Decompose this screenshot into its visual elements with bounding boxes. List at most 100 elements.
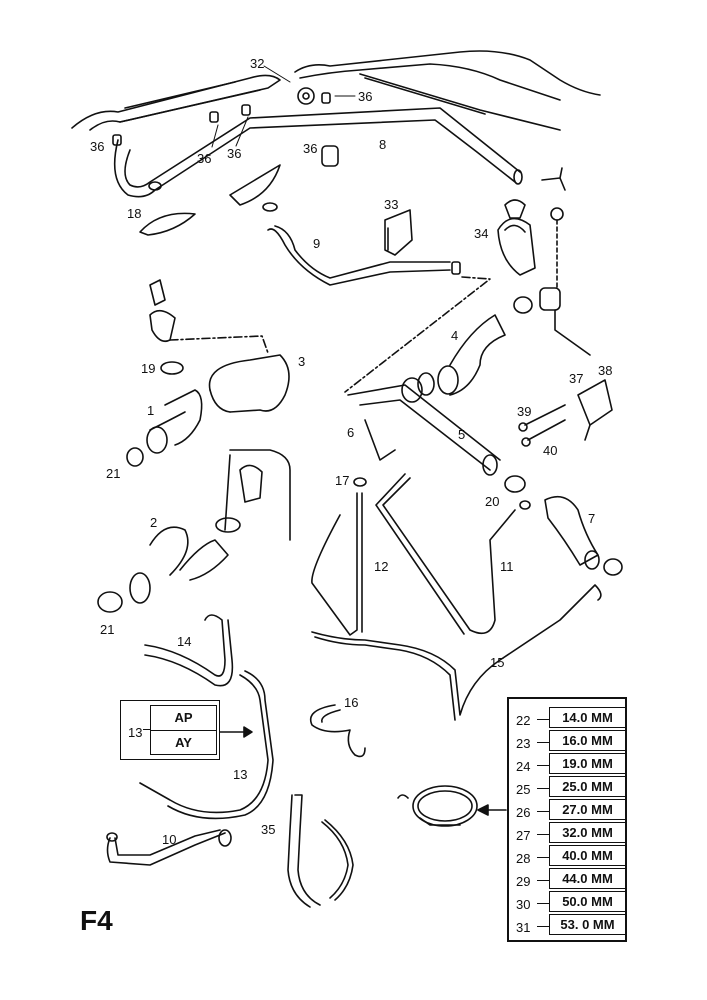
hose-7 (504, 475, 623, 576)
callout-3: 3 (298, 354, 306, 369)
part-number: 27 (516, 828, 531, 843)
variant-box (120, 700, 220, 760)
part-number: 26 (516, 805, 531, 820)
hose-9 (267, 225, 461, 286)
callout-20: 20 (485, 494, 500, 509)
radiator-housing (224, 449, 291, 541)
callout-1: 1 (147, 403, 155, 418)
clamp-size-row: 30 50.0 MM (509, 891, 629, 913)
coolant-pipe-5 (347, 377, 501, 476)
hose-1 (146, 389, 203, 454)
callout-10: 10 (162, 832, 177, 847)
housing-37-38 (577, 379, 613, 441)
size-value: 19.0 MM (549, 753, 626, 774)
size-value: 40.0 MM (549, 845, 626, 866)
part-number: 22 (516, 713, 531, 728)
callout-34: 34 (474, 226, 489, 241)
leader-lines (211, 65, 356, 148)
clamp-size-row: 24 19.0 MM (509, 753, 629, 775)
hose-4 (417, 314, 506, 396)
size-value: 14.0 MM (549, 707, 626, 728)
hose-13 (139, 670, 274, 820)
hose-2 (129, 517, 241, 604)
part-number: 31 (516, 920, 531, 935)
part-number: 25 (516, 782, 531, 797)
leader-line-3 (169, 335, 269, 354)
callout-36: 36 (197, 151, 212, 166)
size-value: 32.0 MM (549, 822, 626, 843)
variant-leader (143, 729, 151, 730)
callout-2: 2 (150, 515, 158, 530)
variant-ap: AP (174, 710, 193, 725)
callout-21: 21 (106, 466, 121, 481)
callout-40: 40 (543, 443, 558, 458)
part-number: 28 (516, 851, 531, 866)
callout-7: 7 (588, 511, 596, 526)
clamps-19-21 (97, 361, 184, 613)
clamp-size-row: 25 25.0 MM (509, 776, 629, 798)
callout-21: 21 (100, 622, 115, 637)
bracket-34 (497, 199, 536, 276)
hose-10 (106, 829, 232, 866)
clip-32 (297, 87, 315, 105)
clamp-size-row: 23 16.0 MM (509, 730, 629, 752)
bushings-36 (112, 92, 339, 167)
callout-36: 36 (303, 141, 318, 156)
size-value: 53. 0 MM (549, 914, 626, 935)
part-number: 24 (516, 759, 531, 774)
strap-35 (287, 794, 354, 908)
thermostat-housing (513, 167, 591, 356)
clamp-size-row: 22 14.0 MM (509, 707, 629, 729)
size-value: 50.0 MM (549, 891, 626, 912)
variant-ay: AY (151, 730, 216, 755)
size-value: 16.0 MM (549, 730, 626, 751)
size-value: 27.0 MM (549, 799, 626, 820)
callout-11: 11 (500, 559, 514, 574)
callout-13: 13 (233, 767, 248, 782)
callout-8: 8 (379, 137, 387, 152)
hose-12 (311, 492, 363, 636)
figure-label: F4 (80, 905, 113, 936)
callout-15: 15 (490, 655, 505, 670)
callout-32: 32 (250, 56, 265, 71)
hose-clamp-large (397, 785, 478, 827)
body-panel-left (71, 74, 281, 131)
hose-14 (144, 614, 234, 687)
body-panel-right (294, 50, 601, 131)
callout-37: 37 (569, 371, 584, 386)
clamp-size-row: 26 27.0 MM (509, 799, 629, 821)
part-number: 23 (516, 736, 531, 751)
leader-line (344, 276, 491, 393)
callout-6: 6 (347, 425, 355, 440)
bolt-39 (518, 404, 566, 432)
callout-9: 9 (313, 236, 321, 251)
variant-arrowhead (243, 726, 253, 738)
part-number: 30 (516, 897, 531, 912)
callout-17: 17 (335, 473, 350, 488)
hose-8 (113, 107, 523, 198)
callout-18: 18 (127, 206, 142, 221)
size-value: 25.0 MM (549, 776, 626, 797)
callout-4: 4 (451, 328, 459, 343)
callout-13: 13 (128, 725, 143, 740)
callout-36: 36 (90, 139, 105, 154)
clamp-size-row: 29 44.0 MM (509, 868, 629, 890)
callout-14: 14 (177, 634, 192, 649)
hose-15 (311, 584, 602, 721)
clamp-size-row: 27 32.0 MM (509, 822, 629, 844)
hose-11 (375, 473, 516, 635)
callout-36: 36 (227, 146, 242, 161)
hose-3 (208, 354, 290, 413)
size-value: 44.0 MM (549, 868, 626, 889)
callout-39: 39 (517, 404, 532, 419)
hose-16 (310, 704, 366, 758)
clamp-size-row: 28 40.0 MM (509, 845, 629, 867)
clamp-17 (353, 477, 367, 487)
clamp-size-row: 31 53. 0 MM (509, 914, 629, 936)
part-number: 29 (516, 874, 531, 889)
clamp-18 (139, 164, 281, 236)
callout-36: 36 (358, 89, 373, 104)
variant-list: AP AY (150, 705, 217, 755)
